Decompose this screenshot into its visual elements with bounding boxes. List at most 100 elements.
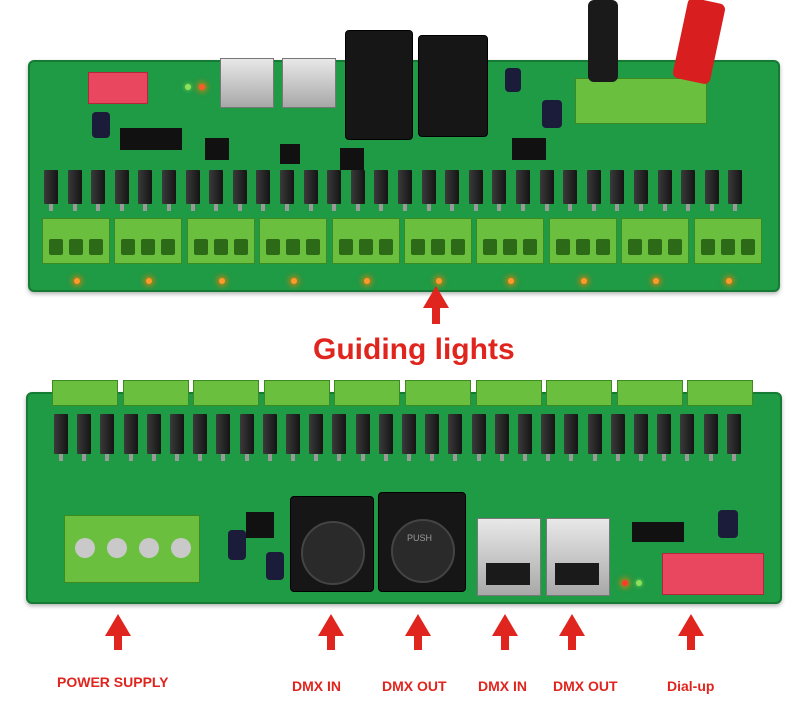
- dmx-out-arrow-stem-2: [568, 634, 576, 650]
- mosfet-transistor: [114, 170, 129, 211]
- terminal-slot: [451, 239, 465, 255]
- bottom-status-led-green: [636, 580, 642, 586]
- top-capacitor-2: [505, 68, 521, 92]
- guiding-led: [725, 278, 732, 284]
- mosfet-transistor: [657, 170, 672, 211]
- output-terminal-block: [193, 380, 260, 406]
- top-ic-chip-4: [340, 148, 364, 170]
- terminal-slot: [595, 239, 610, 255]
- mosfet-transistor: [138, 170, 153, 211]
- mosfet-transistor: [286, 414, 300, 461]
- mosfet-transistor: [100, 414, 115, 461]
- guiding-lights-arrow: [423, 286, 449, 308]
- mosfet-transistor: [123, 414, 138, 461]
- dmx-out-rj45-opening: [555, 563, 599, 585]
- mosfet-transistor: [378, 414, 393, 461]
- output-terminal-block: [52, 380, 118, 406]
- mosfet-transistor: [468, 170, 483, 211]
- mosfet-transistor: [445, 170, 460, 211]
- guiding-lights-arrow-stem: [432, 306, 440, 324]
- top-rj45-port-1: [220, 58, 274, 108]
- dmx-in-arrow-stem-1: [327, 634, 335, 650]
- black-test-probe: [588, 0, 618, 82]
- terminal-slot: [193, 239, 208, 255]
- mosfet-transistor: [239, 414, 254, 461]
- terminal-slot: [358, 239, 373, 255]
- guiding-led: [508, 278, 515, 284]
- terminal-slot: [431, 239, 445, 255]
- mosfet-transistor: [402, 414, 416, 461]
- mosfet-transistor: [256, 170, 271, 211]
- terminal-slot: [69, 239, 83, 255]
- mosfet-transistor: [162, 170, 176, 211]
- output-terminal-block: [476, 218, 545, 264]
- mosfet-transistor: [681, 170, 696, 211]
- mosfet-transistor: [67, 170, 82, 211]
- output-terminal-block: [687, 380, 754, 406]
- mosfet-transistor: [494, 414, 509, 461]
- dmx-in-label-2: DMX IN: [478, 678, 527, 694]
- top-status-led-red: [199, 84, 205, 90]
- terminal-slot: [628, 239, 643, 255]
- output-terminal-block: [259, 218, 328, 264]
- dmx-out-rj45-port: [546, 518, 610, 596]
- mosfet-transistor: [327, 170, 342, 211]
- guiding-led: [580, 278, 587, 284]
- mosfet-transistor: [170, 414, 184, 461]
- mosfet-transistor: [471, 414, 486, 461]
- mosfet-transistor: [332, 414, 347, 461]
- mosfet-transistor: [146, 414, 161, 461]
- terminal-slot: [700, 239, 715, 255]
- mosfet-transistor: [185, 170, 200, 211]
- mosfet-transistor: [680, 414, 695, 461]
- output-terminal-block: [114, 218, 183, 264]
- terminal-slot: [161, 239, 176, 255]
- bottom-capacitor-1: [228, 530, 246, 560]
- output-terminal-block: [546, 380, 613, 406]
- dmx-in-xlr-face: [301, 521, 365, 585]
- power-supply-terminal: [64, 515, 200, 583]
- dmx-in-xlr-connector: [290, 496, 374, 592]
- bottom-capacitor-2: [266, 552, 284, 580]
- mosfet-transistor: [634, 170, 648, 211]
- mosfet-transistor: [726, 414, 741, 461]
- mosfet-transistor: [586, 170, 601, 211]
- guiding-led: [74, 278, 80, 284]
- mosfet-transistor: [193, 414, 208, 461]
- mosfet-transistor: [492, 170, 507, 211]
- terminal-slot: [740, 239, 755, 255]
- mosfet-transistor: [91, 170, 106, 211]
- mosfet-transistor: [634, 414, 648, 461]
- dmx-out-arrow-2: [559, 614, 585, 636]
- output-terminal-block: [263, 380, 330, 406]
- terminal-slot: [668, 239, 683, 255]
- bottom-capacitor-3: [718, 510, 738, 538]
- output-terminal-block: [122, 380, 189, 406]
- terminal-slot: [338, 239, 353, 255]
- dmx-in-label-1: DMX IN: [292, 678, 341, 694]
- top-regulator: [512, 138, 546, 160]
- top-capacitor: [92, 112, 110, 138]
- terminal-slot: [483, 239, 498, 255]
- dial-up-arrow-stem: [687, 634, 695, 650]
- mosfet-transistor: [216, 414, 231, 461]
- mosfet-transistor: [44, 170, 58, 211]
- mosfet-transistor: [657, 414, 672, 461]
- bottom-status-led-red: [622, 580, 628, 586]
- dmx-in-arrow-1: [318, 614, 344, 636]
- terminal-slot: [49, 239, 63, 255]
- dmx-out-arrow-1: [405, 614, 431, 636]
- dmx-out-xlr-connector: PUSH: [378, 492, 466, 592]
- output-terminal-block: [42, 218, 110, 264]
- output-terminal-block: [404, 218, 472, 264]
- top-ic-chip-1: [120, 128, 182, 150]
- dial-up-dip-switch: [662, 553, 764, 595]
- mosfet-transistor: [262, 414, 277, 461]
- mosfet-transistor: [541, 414, 556, 461]
- mosfet-transistor: [516, 170, 530, 211]
- terminal-slot: [575, 239, 590, 255]
- terminal-slot: [266, 239, 281, 255]
- top-rj45-port-2: [282, 58, 336, 108]
- guiding-led: [291, 278, 298, 284]
- top-status-led-green: [185, 84, 191, 90]
